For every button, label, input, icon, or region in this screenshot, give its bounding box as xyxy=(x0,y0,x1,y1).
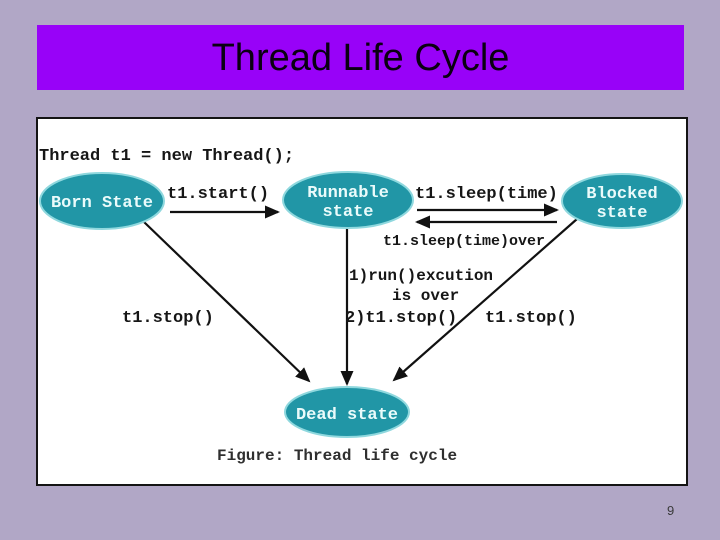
runnable-state-ellipse xyxy=(282,171,414,229)
blocked-state-label-line2: state xyxy=(596,204,647,223)
runnable-state-label-line1: Runnable xyxy=(307,184,389,203)
node-born-state: Born State xyxy=(39,172,165,230)
blocked-state-ellipse xyxy=(561,173,683,229)
slide-header-bar: Thread Life Cycle xyxy=(37,25,684,90)
thread-lifecycle-diagram-panel: Thread t1 = new Thread(); t1.start() t1.… xyxy=(36,117,688,486)
node-dead-state: Dead state xyxy=(284,386,410,438)
label-t1-start: t1.start() xyxy=(167,185,269,204)
label-t1-sleep: t1.sleep(time) xyxy=(415,185,558,204)
label-is-over: is over xyxy=(392,287,459,305)
dead-state-label: Dead state xyxy=(296,406,398,425)
dead-state-ellipse xyxy=(284,386,410,438)
born-state-ellipse xyxy=(39,172,165,230)
edge-blocked-to-dead-arrow xyxy=(392,218,578,382)
node-runnable-state: Runnable state xyxy=(282,171,414,229)
label-t1-stop-right: t1.stop() xyxy=(485,309,577,328)
blocked-state-label-line1: Blocked xyxy=(586,185,657,204)
figure-caption: Figure: Thread life cycle xyxy=(217,447,457,465)
label-t1-stop-center: 2)t1.stop() xyxy=(345,309,457,328)
label-t1-stop-left: t1.stop() xyxy=(122,309,214,328)
label-t1-sleep-over: t1.sleep(time)over xyxy=(383,233,545,250)
code-line-text: Thread t1 = new Thread(); xyxy=(39,147,294,166)
born-state-label: Born State xyxy=(51,194,153,213)
runnable-state-label-line2: state xyxy=(322,203,373,222)
thread-lifecycle-diagram: Thread t1 = new Thread(); t1.start() t1.… xyxy=(39,147,683,465)
page-number: 9 xyxy=(667,503,675,518)
slide-title: Thread Life Cycle xyxy=(211,36,510,79)
node-blocked-state: Blocked state xyxy=(561,173,683,229)
edge-born-to-dead-arrow xyxy=(143,221,311,383)
label-run-execution: 1)run()excution xyxy=(349,267,493,285)
